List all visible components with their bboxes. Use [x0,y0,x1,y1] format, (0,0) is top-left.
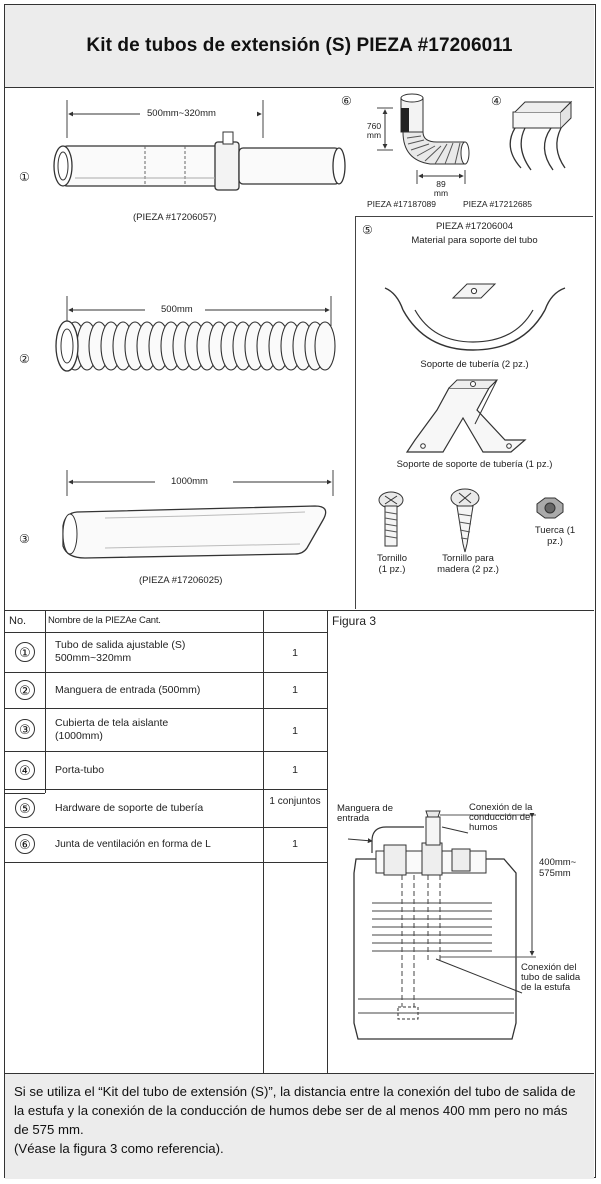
table-row: ① Tubo de salida ajustable (S) 500mm~320… [5,633,327,673]
part-5-material: Material para soporte del tubo [411,235,538,246]
row-qty: 1 [292,838,298,850]
part-6-pieza: PIEZA #17187089 [367,199,437,209]
row-qty: 1 [292,647,298,659]
figure-3-drawing [347,810,536,1040]
row-name: Hardware de soporte de tubería [55,802,204,814]
part-1-dimension: 500mm~320mm [147,108,216,119]
screw-drawing [378,491,404,547]
table-header: No. Nombre de la PIEZAe Cant. [5,611,327,633]
title-bar: Kit de tubos de extensión (S) PIEZA #172… [5,5,594,88]
part-6-height-dimension: 760 mm [366,121,382,140]
part-3-pieza: (PIEZA #17206025) [139,575,223,586]
page-title: Kit de tubos de extensión (S) PIEZA #172… [86,35,513,56]
part-4-pieza: PIEZA #17212685 [463,199,533,209]
part-5-number: ⑤ [362,223,373,237]
row-name: Porta-tubo [55,764,105,776]
table-row: ⑥ Junta de ventilación en forma de L 1 [5,828,327,863]
row-name: Tubo de salida ajustable (S) 500mm~320mm [55,639,186,664]
part-5-pieza: PIEZA #17206004 [435,221,514,232]
row-qty: 1 [292,725,298,737]
row-number: ④ [15,760,35,780]
figure-3-flue-label: Conexión de la conducción de humos [469,802,533,833]
adjustable-pipe-drawing [53,100,346,191]
row-number: ② [15,680,35,700]
figure-3-range-label: 400mm~ 575mm [539,857,577,879]
parts-table: No. Nombre de la PIEZAe Cant. ① Tubo de … [5,611,594,1073]
row-number: ① [15,642,35,662]
l-joint-drawing [377,93,470,184]
part-3-dimension: 1000mm [171,476,208,487]
wood-screw-label: Tornillo para madera (2 pz.) [437,553,499,575]
nut-label: Tuerca (1 pz.) [534,525,576,547]
part-6-width-dimension: 89 mm [433,179,449,198]
note-text: Si se utiliza el “Kit del tubo de extens… [14,1084,576,1137]
insulation-cover-drawing [62,470,334,559]
row-number: ③ [15,719,35,739]
table-row: ⑤ Hardware de soporte de tubería 1 conju… [5,790,327,828]
part-1-pieza: (PIEZA #17206057) [133,212,217,223]
parts-illustration [53,93,573,559]
hardware-box: ⑤ PIEZA #17206004 Material para soporte … [355,216,593,609]
row-number: ⑥ [15,834,35,854]
note-box: Si se utiliza el “Kit del tubo de extens… [5,1073,594,1179]
row-name: Manguera de entrada (500mm) [55,684,201,696]
row-qty: 1 [292,764,298,776]
parts-diagram: ① 500mm~320mm (PIEZA #17206057) ② 500mm … [5,88,594,611]
table-row: ② Manguera de entrada (500mm) 1 [5,673,327,709]
part-2-dimension: 500mm [161,304,193,315]
row-qty: 1 [292,684,298,696]
part-1-number: ① [19,170,30,184]
bracket-stand-drawing [405,379,527,453]
figure-3-hose-label: Manguera de entrada [337,803,393,824]
figure-3-title: Figura 3 [332,614,377,628]
intake-hose-drawing [55,296,336,372]
manual-page: Kit de tubos de extensión (S) PIEZA #172… [4,4,596,1179]
note-reference: (Véase la figura 3 como referencia). [14,1141,224,1156]
row-qty: 1 conjuntos [269,796,321,807]
pipe-bracket-label: Soporte de tubería (2 pz.) [420,359,529,370]
header-no: No. [9,615,27,627]
pipe-holder-drawing [509,100,573,171]
part-2-number: ② [19,352,30,366]
header-name: Nombre de la PIEZAe Cant. [48,615,161,626]
figure-3-outlet-label: Conexión del tubo de salida de la estufa [521,962,581,993]
wood-screw-drawing [450,488,480,553]
screw-label: Tornillo (1 pz.) [376,553,408,575]
pipe-bracket-drawing [384,283,566,351]
row-name: Junta de ventilación en forma de L [55,839,211,850]
part-6-number: ⑥ [341,94,352,108]
nut-drawing [536,497,564,519]
part-3-number: ③ [19,532,30,546]
row-number: ⑤ [15,798,35,818]
row-name: Cubierta de tela aislante (1000mm) [55,717,169,742]
part-4-number: ④ [491,94,502,108]
bracket-stand-label: Soporte de soporte de tubería (1 pz.) [396,459,553,470]
table-row: ④ Porta-tubo 1 [5,752,327,790]
table-row: ③ Cubierta de tela aislante (1000mm) 1 [5,709,327,752]
